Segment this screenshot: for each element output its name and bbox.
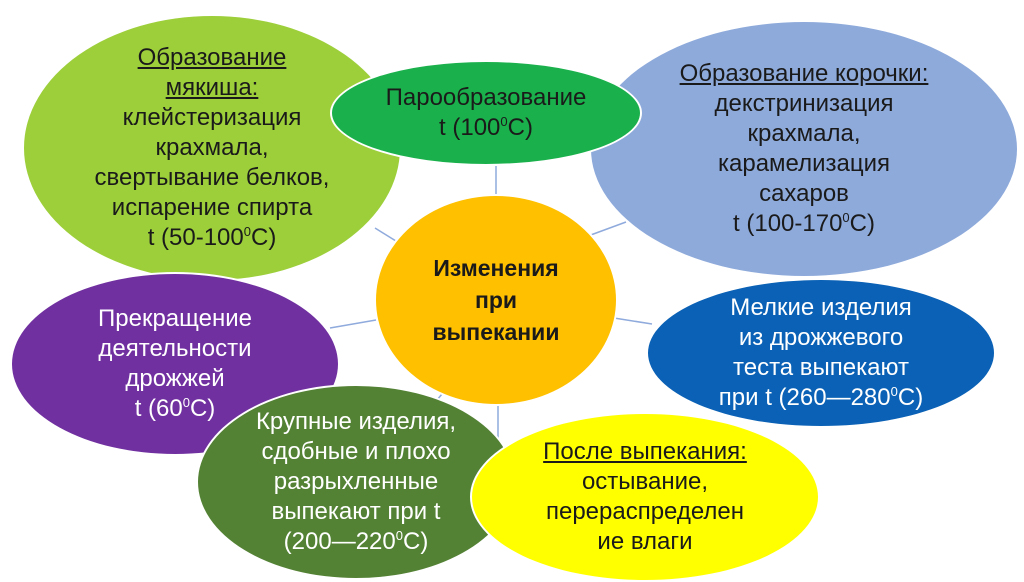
crumb-temperature: t (50-1000С) xyxy=(147,224,277,251)
yeast-line3: дрожжей xyxy=(125,365,225,392)
crumb-line2: крахмала, xyxy=(155,134,269,161)
node-large-items: Крупные изделия, сдобные и плохо разрыхл… xyxy=(196,384,516,580)
large-line1: Крупные изделия, xyxy=(255,408,457,435)
crust-title: Образование корочки: xyxy=(679,60,929,87)
crust-line3: карамелизация xyxy=(717,150,891,177)
node-crumb-formation: Образование мякиша: клейстеризация крахм… xyxy=(22,14,402,282)
large-line3: разрыхленные xyxy=(273,468,439,495)
node-small-items: Мелкие изделия из дрожжевого теста выпек… xyxy=(646,278,996,428)
large-line2: сдобные и плохо xyxy=(261,438,451,465)
center-line3: выпекании xyxy=(432,319,560,345)
yeast-line2: деятельности xyxy=(98,335,252,362)
crumb-title-line1: Образование xyxy=(137,44,287,71)
crumb-line3: свертывание белков, xyxy=(94,164,330,191)
crumb-title-line2: мякиша: xyxy=(165,74,259,101)
crust-line4: сахаров xyxy=(759,180,849,207)
small-line3: теста выпекают xyxy=(733,354,909,381)
steam-temperature: t (1000С) xyxy=(439,114,533,141)
crumb-line1: клейстеризация xyxy=(122,104,302,131)
connector-yeast xyxy=(329,319,377,329)
node-after-baking: После выпекания: остывание, перераспреде… xyxy=(470,412,820,582)
small-temperature: при t (260—2800С) xyxy=(718,384,924,411)
node-center-baking-changes: Изменения при выпекании xyxy=(374,194,618,406)
yeast-line1: Прекращение xyxy=(98,305,252,332)
node-steam-formation: Парообразование t (1000С) xyxy=(330,60,642,166)
connector-small xyxy=(613,317,653,325)
small-line2: из дрожжевого xyxy=(738,324,904,351)
crust-line1: декстринизация xyxy=(714,90,894,117)
after-title: После выпекания: xyxy=(543,438,747,465)
crumb-line4: испарение спирта xyxy=(111,194,313,221)
connector-crust xyxy=(587,221,627,237)
center-line2: при xyxy=(474,287,518,313)
large-temperature: (200—2200С) xyxy=(283,528,429,555)
crust-line2: крахмала, xyxy=(747,120,861,147)
steam-line1: Парообразование xyxy=(385,84,587,111)
crust-temperature: t (100-1700С) xyxy=(733,210,875,237)
small-line1: Мелкие изделия xyxy=(730,294,912,321)
large-line4: выпекают при t xyxy=(271,498,441,525)
yeast-temperature: t (600С) xyxy=(134,395,216,422)
node-crust-formation: Образование корочки: декстринизация крах… xyxy=(589,20,1019,278)
center-line1: Изменения xyxy=(433,255,559,281)
after-line3: ие влаги xyxy=(597,528,693,555)
after-line1: остывание, xyxy=(581,468,709,495)
after-line2: перераспределен xyxy=(545,498,745,525)
